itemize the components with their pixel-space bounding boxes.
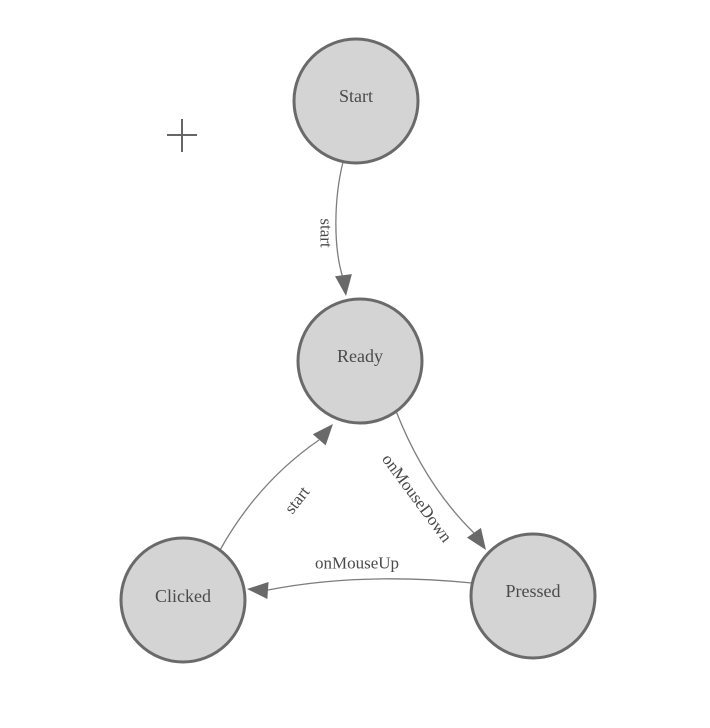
node-start[interactable]: Start (292, 37, 420, 165)
edge-start-to-ready-line (335, 161, 344, 279)
node-pressed[interactable]: Pressed (469, 532, 597, 660)
node-start-circle (292, 37, 420, 165)
plus-crosshair-icon (167, 119, 197, 152)
arrowhead-icon (466, 527, 486, 550)
edge-ready-to-pressed[interactable] (395, 410, 493, 555)
edge-pressed-to-clicked[interactable] (246, 578, 473, 599)
node-clicked[interactable]: Clicked (119, 536, 247, 664)
edge-start-to-ready[interactable] (335, 161, 354, 297)
edge-label-pressed-to-clicked[interactable]: onMouseUp (315, 554, 399, 573)
arrowhead-icon (335, 274, 352, 296)
node-ready-circle (296, 297, 424, 425)
edge-label-clicked-to-ready[interactable]: start (281, 482, 314, 517)
edge-label-start-to-ready[interactable]: start (317, 218, 336, 248)
edge-ready-to-pressed-line (395, 410, 475, 534)
edge-clicked-to-ready-line (219, 439, 320, 551)
edge-pressed-to-clicked-line (267, 578, 473, 591)
node-clicked-circle (119, 536, 247, 664)
arrowhead-icon (247, 581, 269, 599)
node-pressed-circle (469, 532, 597, 660)
node-ready[interactable]: Ready (296, 297, 424, 425)
edge-clicked-to-ready[interactable] (219, 418, 339, 551)
arrowhead-icon (312, 424, 333, 446)
